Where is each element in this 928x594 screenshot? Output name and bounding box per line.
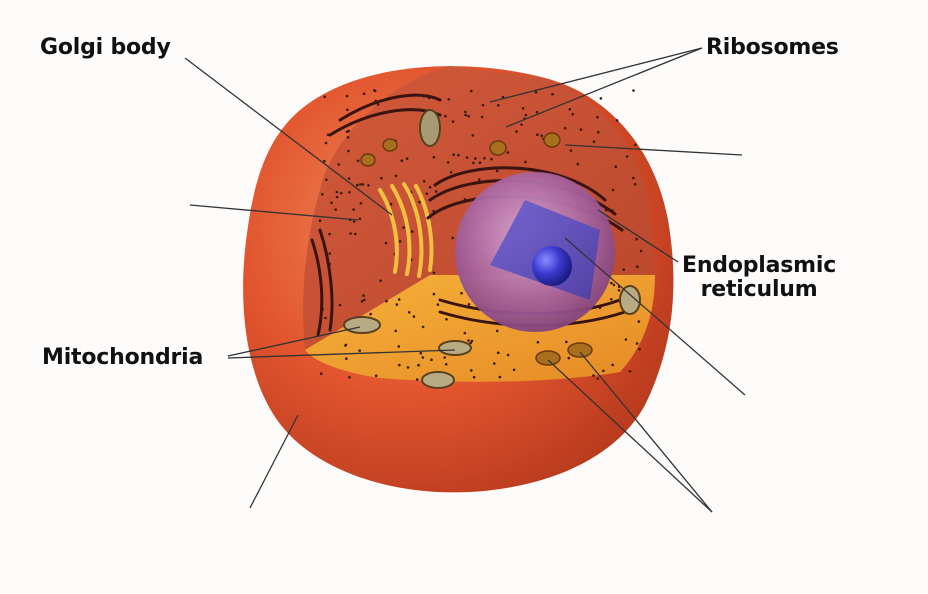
mitochondria-label: Mitochondria bbox=[42, 346, 203, 370]
ribosomes-label: Ribosomes bbox=[706, 36, 839, 60]
golgi-label: Golgi body bbox=[40, 36, 171, 60]
er-label-line1: Endoplasmic bbox=[682, 254, 836, 278]
er-label: Endoplasmic reticulum bbox=[682, 254, 836, 302]
er-label-line2: reticulum bbox=[682, 278, 836, 302]
nucleolus bbox=[532, 246, 572, 286]
